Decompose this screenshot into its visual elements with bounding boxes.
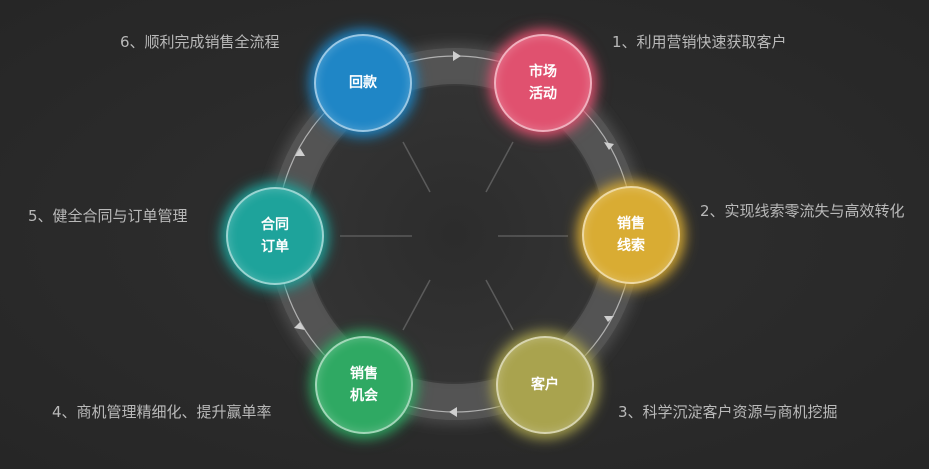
node-payment-collection[interactable]: 回款	[314, 34, 412, 132]
caption-5: 5、健全合同与订单管理	[28, 207, 188, 225]
arrow-bottom	[449, 407, 457, 417]
inner-disc	[307, 86, 603, 382]
node-opportunity-line2: 机会	[350, 388, 378, 404]
arrow-top	[453, 51, 461, 61]
node-market-activity[interactable]: 市场 活动	[494, 34, 592, 132]
spokes	[340, 141, 568, 331]
node-leads-line1: 销售	[617, 216, 645, 232]
node-customer[interactable]: 客户	[496, 336, 594, 434]
node-sales-opportunity[interactable]: 销售 机会	[315, 336, 413, 434]
caption-2: 2、实现线索零流失与高效转化	[700, 202, 905, 220]
node-contract-line1: 合同	[261, 217, 289, 233]
arrow-upper-left	[295, 148, 305, 156]
node-customer-line1: 客户	[531, 377, 559, 393]
caption-1: 1、利用营销快速获取客户	[612, 33, 787, 51]
node-leads-line2: 线索	[617, 238, 645, 254]
direction-arrows	[294, 51, 614, 417]
node-contract-order[interactable]: 合同 订单	[226, 187, 324, 285]
caption-6: 6、顺利完成销售全流程	[120, 33, 280, 51]
caption-3: 3、科学沉淀客户资源与商机挖掘	[618, 403, 838, 421]
node-market-line2: 活动	[529, 86, 557, 102]
arrow-lower-left	[294, 322, 305, 330]
caption-4: 4、商机管理精细化、提升赢单率	[52, 403, 272, 421]
node-market-line1: 市场	[529, 64, 557, 80]
node-payment-line1: 回款	[349, 75, 377, 91]
node-contract-line2: 订单	[261, 239, 289, 255]
arrow-lower-right	[604, 316, 614, 322]
node-sales-leads[interactable]: 销售 线索	[582, 186, 680, 284]
arrow-upper-right	[604, 142, 614, 150]
node-opportunity-line1: 销售	[350, 366, 378, 382]
